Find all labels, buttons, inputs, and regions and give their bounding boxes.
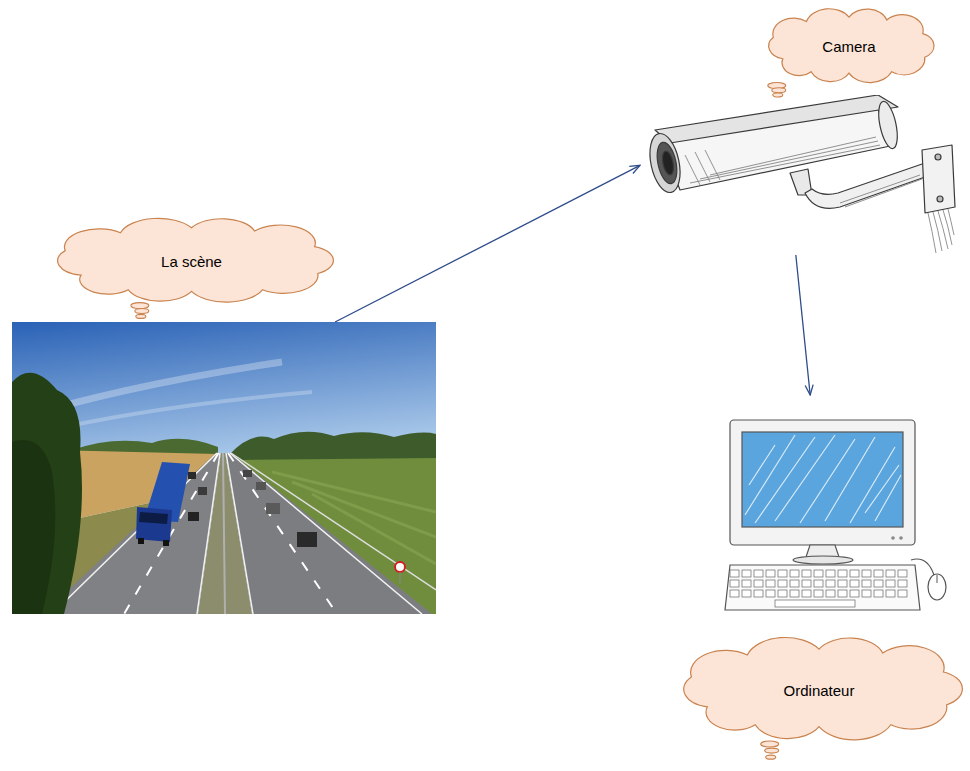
thought-cloud: Ordinateur: [674, 642, 964, 764]
scene-node: La scène: [12, 322, 436, 614]
thought-cloud: La scène: [48, 222, 335, 322]
cloud-outline: [674, 642, 964, 764]
camera-node: Camera: [640, 95, 958, 255]
thought-cloud: Camera: [763, 12, 935, 100]
connector-arrow: [335, 165, 640, 322]
camera-sketch: [640, 95, 958, 255]
cloud-label: Ordinateur: [784, 682, 855, 700]
computer-sketch: [715, 395, 950, 615]
cloud-outline: [763, 12, 935, 100]
connector-arrow: [796, 255, 810, 395]
computer-node: Ordinateur: [715, 395, 950, 615]
cloud-label: Camera: [822, 38, 875, 56]
highway-photo: [12, 322, 436, 614]
cloud-label: La scène: [161, 253, 222, 271]
cloud-outline: [48, 222, 335, 322]
